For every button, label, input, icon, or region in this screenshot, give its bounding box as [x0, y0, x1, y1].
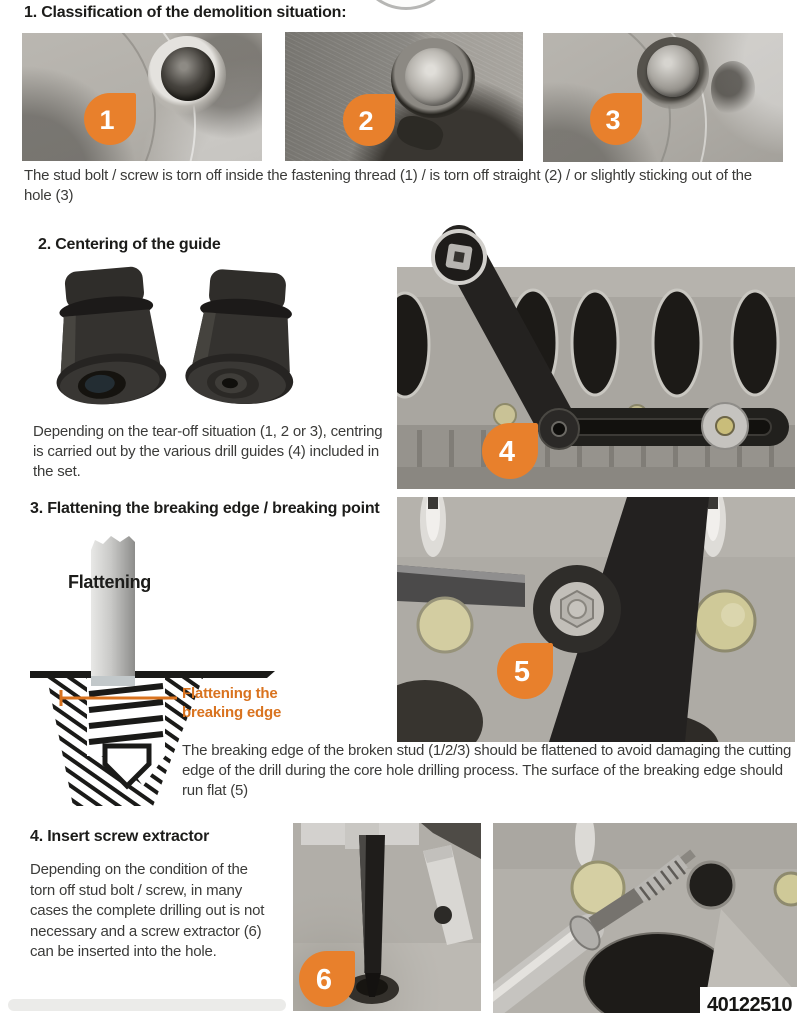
section1-heading: 1. Classification of the demolition situ… [24, 4, 347, 21]
dark-chip [393, 111, 447, 155]
flattening-annotation: Flattening the breaking edge [182, 685, 282, 721]
section3-heading: 3. Flattening the breaking edge / breaki… [30, 500, 380, 517]
dark-stain [711, 61, 755, 117]
flattening-diagram-art [30, 536, 275, 806]
product-code-badge: 40122510 [700, 987, 797, 1024]
section3-body: The breaking edge of the broken stud (1/… [182, 742, 792, 799]
marker-number: 1 [99, 104, 115, 135]
callout-marker-6: 6 [299, 951, 355, 1007]
flattened-stud-art [397, 497, 795, 742]
marker-number: 5 [513, 655, 531, 688]
section2-heading: 2. Centering of the guide [38, 236, 221, 253]
section1-caption: The stud bolt / screw is torn off inside… [24, 167, 752, 204]
page-edge-shadow [8, 999, 286, 1011]
cutoff-circle-decoration [356, 0, 456, 10]
callout-marker-2: 2 [343, 94, 395, 146]
flattening-label: Flattening [68, 572, 151, 592]
drill-guides-art [56, 266, 294, 405]
section4-heading: 4. Insert screw extractor [30, 828, 210, 845]
marker-number: 3 [605, 104, 621, 135]
section2-body: Depending on the tear-off situation (1, … [33, 423, 383, 480]
product-code: 40122510 [707, 994, 792, 1016]
callout-marker-5: 5 [497, 643, 553, 699]
photo-drill-guides [48, 265, 308, 420]
extractor-art [293, 823, 481, 1011]
marker-number: 2 [358, 105, 374, 136]
protruding-stud [647, 45, 699, 97]
photo-extractor-inserted: 6 [293, 823, 481, 1011]
photo-flattened-stud: 5 [397, 497, 795, 742]
torn-stud-hole [161, 47, 215, 101]
cylinder-head-art [397, 225, 795, 489]
photo-extracted-stud [493, 823, 797, 1013]
photo-situation-3: 3 [543, 33, 783, 162]
photo-situation-1: 1 [22, 33, 262, 161]
callout-marker-4: 4 [482, 423, 538, 479]
callout-marker-1: 1 [84, 93, 136, 145]
callout-marker-3: 3 [590, 93, 642, 145]
marker-number: 6 [315, 963, 333, 996]
flattening-diagram [25, 528, 295, 808]
photo-centering-guide: 4 [397, 225, 795, 489]
marker-number: 4 [498, 435, 516, 468]
section4-body: Depending on the condition of the torn o… [30, 861, 265, 960]
extracted-stud-art [493, 823, 797, 1013]
torn-stud-flat [405, 48, 463, 106]
photo-situation-2: 2 [285, 32, 523, 161]
